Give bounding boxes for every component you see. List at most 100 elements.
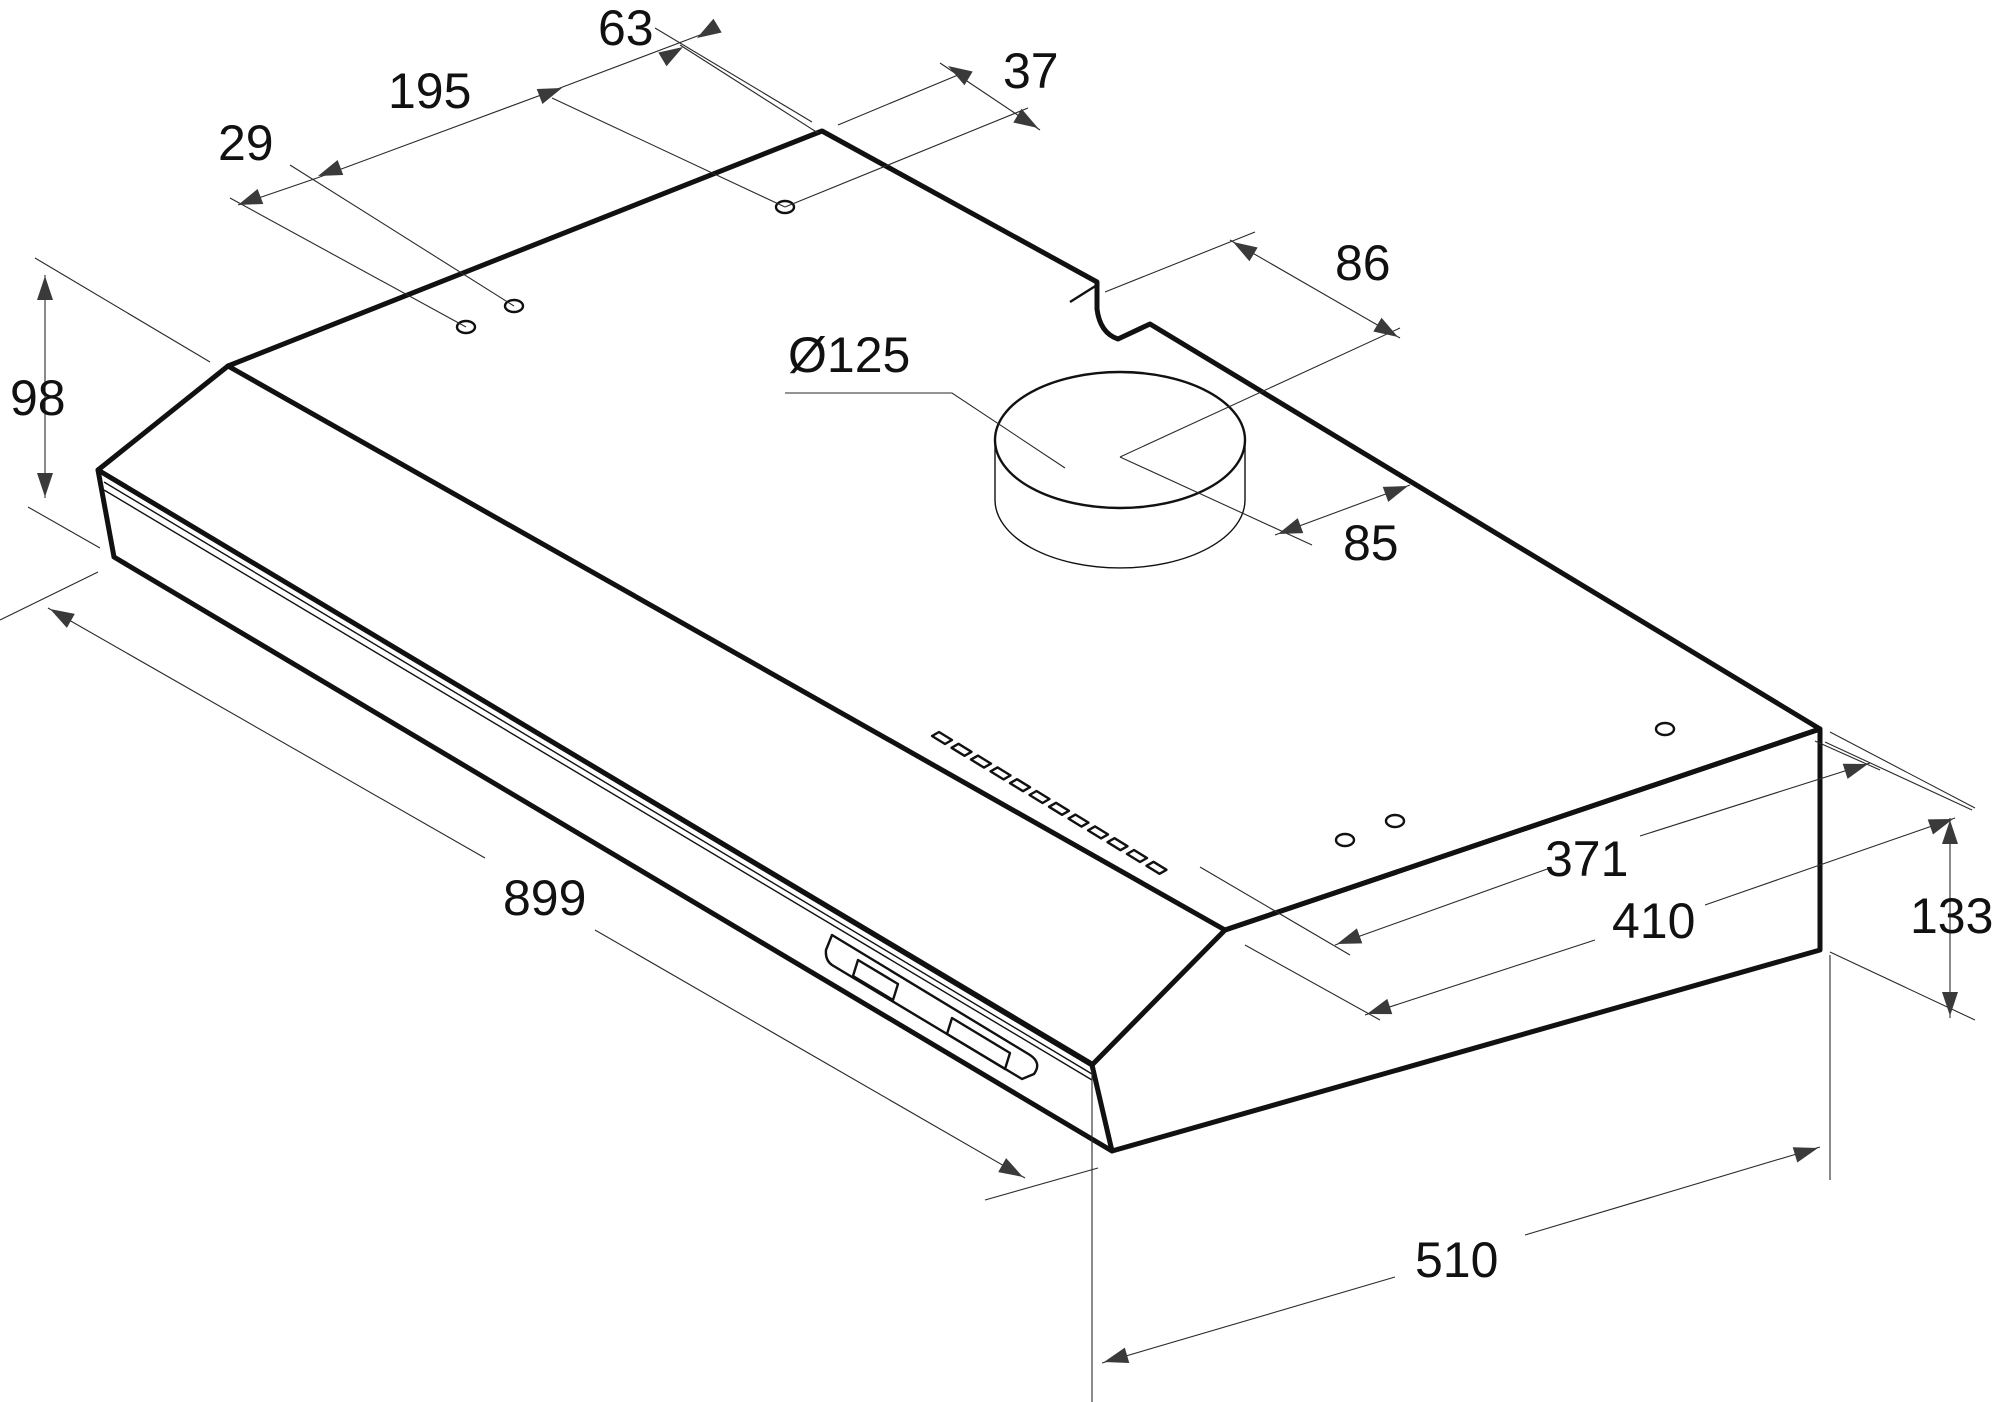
dim-line-371-b — [1639, 762, 1871, 837]
dimension-arrowhead — [50, 609, 75, 628]
hood-front-slope — [95, 363, 1228, 1068]
hole-right-b — [1384, 813, 1406, 829]
vent-slots — [930, 730, 1168, 875]
label-85: 85 — [1343, 515, 1399, 571]
duct-collar — [993, 370, 1247, 569]
dim-line-410-a — [1364, 939, 1596, 1016]
dimension-arrowhead — [1942, 992, 1958, 1016]
hood-lip-line-lower — [103, 489, 1093, 1081]
dimension-arrowhead — [1382, 486, 1408, 502]
dimension-arrowhead — [37, 473, 53, 497]
label-duct-diameter: Ø125 — [788, 327, 910, 383]
label-133: 133 — [1910, 888, 1993, 944]
vent-slot — [950, 742, 973, 757]
label-29: 29 — [218, 115, 274, 171]
dim-line-86 — [1229, 239, 1401, 339]
control-panel — [824, 933, 1039, 1081]
dimension-arrowhead — [238, 188, 264, 205]
control-window-right — [945, 1016, 1012, 1071]
ext-86-a — [1104, 231, 1256, 293]
ext-37-a — [784, 107, 1029, 208]
dimension-lines — [44, 34, 1956, 1364]
dimension-arrowhead — [998, 1158, 1023, 1177]
control-window-left — [851, 958, 900, 1002]
control-panel-outline — [824, 933, 1039, 1081]
vent-slot — [1047, 801, 1071, 816]
hood-right-side — [1109, 726, 1823, 1154]
dim-line-899-b — [594, 929, 1026, 1179]
ext-86-b — [1119, 327, 1401, 458]
hood-body — [95, 128, 1823, 1154]
dimension-arrowhead — [1942, 820, 1958, 844]
dimension-arrowhead — [1337, 928, 1363, 944]
label-371: 371 — [1545, 831, 1628, 887]
ext-37-b — [837, 74, 959, 126]
vent-slot — [1145, 860, 1168, 875]
dimension-arrowhead — [1792, 1147, 1818, 1163]
label-195: 195 — [388, 63, 471, 119]
vent-slot — [930, 730, 954, 746]
ext-98-bottom — [27, 506, 101, 549]
hood-lip-line-top — [109, 475, 1093, 1063]
dim-line-195-a — [316, 87, 561, 179]
label-899: 899 — [503, 870, 586, 926]
ext-410-a — [1244, 944, 1381, 1021]
hood-lip-line-upper — [103, 481, 1093, 1075]
duct-collar-top — [993, 370, 1247, 510]
label-98: 98 — [10, 370, 66, 426]
dimension-arrowhead — [37, 276, 53, 300]
ext-duct-leader — [785, 392, 1066, 469]
ext-371-b — [1814, 740, 1881, 771]
dim-line-63 — [679, 44, 819, 134]
ext-133-bottom — [1829, 951, 1976, 1021]
label-37: 37 — [1003, 43, 1059, 99]
vent-slot — [989, 766, 1012, 781]
ext-133-top — [1829, 731, 1976, 809]
dimension-arrowhead — [536, 88, 562, 105]
vent-slot — [1086, 825, 1110, 840]
dimension-arrowhead — [1367, 998, 1393, 1015]
label-86: 86 — [1335, 235, 1391, 291]
vent-slot — [1125, 848, 1149, 864]
dim-line-899-a — [47, 607, 486, 859]
vent-slot — [1008, 778, 1032, 793]
vent-slot — [1028, 789, 1051, 805]
label-410: 410 — [1612, 893, 1695, 949]
hole-right-rear — [1654, 721, 1676, 737]
ext-63-a — [654, 27, 813, 123]
dimension-arrowhead — [1373, 317, 1398, 337]
hole-right-a — [1334, 832, 1356, 848]
hood-front-lip — [95, 467, 1115, 1154]
dimension-arrowhead — [1104, 1347, 1130, 1363]
vent-slot — [1067, 813, 1090, 828]
dimension-arrowhead — [1278, 518, 1304, 534]
ext-899-left — [0, 571, 99, 621]
dim-line-371-a — [1334, 867, 1551, 946]
arrowheads — [37, 18, 1958, 1363]
ext-98-top — [34, 257, 211, 363]
ext-899-right — [984, 1167, 1099, 1201]
ext-410-b — [1824, 741, 1973, 811]
dimension-arrowhead — [1013, 108, 1038, 128]
dimension-arrowhead — [697, 18, 722, 38]
ext-195-a — [551, 97, 786, 208]
ext-29-a — [289, 164, 515, 307]
vent-slot — [1106, 837, 1129, 852]
dimension-arrowhead — [1842, 763, 1868, 779]
ext-29-b — [229, 197, 467, 328]
hood-top-notch — [1069, 283, 1098, 304]
dimension-labels: 63 195 37 29 98 86 Ø125 85 899 371 410 1… — [10, 0, 1993, 1288]
vent-slot — [969, 754, 993, 769]
dim-line-195-b — [559, 34, 701, 89]
label-63: 63 — [598, 0, 654, 56]
dim-line-410-b — [1704, 817, 1956, 906]
dimension-arrowhead — [1927, 819, 1953, 835]
dimension-arrowhead — [1233, 242, 1258, 262]
dim-line-510-a — [1101, 1276, 1396, 1364]
mounting-holes — [455, 199, 1676, 848]
dim-line-510-b — [1524, 1146, 1821, 1236]
dimension-arrowhead — [658, 47, 683, 67]
dimension-arrowhead — [318, 159, 344, 176]
duct-collar-body — [994, 440, 1246, 569]
